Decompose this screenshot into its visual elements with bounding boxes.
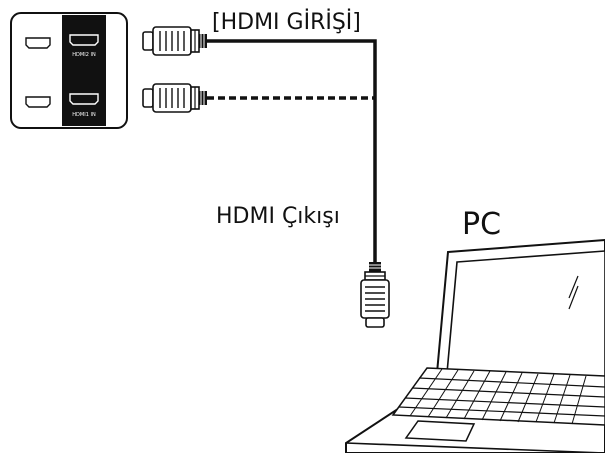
hdmi-port-icon (69, 34, 99, 46)
port-block (62, 15, 106, 126)
hdmi-port-icon (69, 93, 99, 105)
pc-label: PC (462, 207, 501, 242)
hdmi1-port-label: HDMI1 IN (72, 112, 96, 118)
hdmi-plug-top-icon (142, 26, 208, 56)
display-panel: HDMI2 IN HDMI1 IN (10, 12, 128, 129)
hdmi-output-label: HDMI Çıkışı (216, 204, 340, 229)
hdmi-input-label: [HDMI GİRİŞİ] (212, 9, 361, 35)
hdmi-plug-bottom-icon (142, 83, 208, 113)
hdmi-plug-pc-icon (360, 262, 390, 328)
laptop-icon (345, 238, 605, 453)
hdmi-cable (207, 39, 377, 262)
hdmi2-port-label: HDMI2 IN (72, 52, 96, 58)
hdmi2-port[interactable]: HDMI2 IN (69, 34, 99, 58)
hdmi1-port[interactable]: HDMI1 IN (69, 93, 99, 118)
